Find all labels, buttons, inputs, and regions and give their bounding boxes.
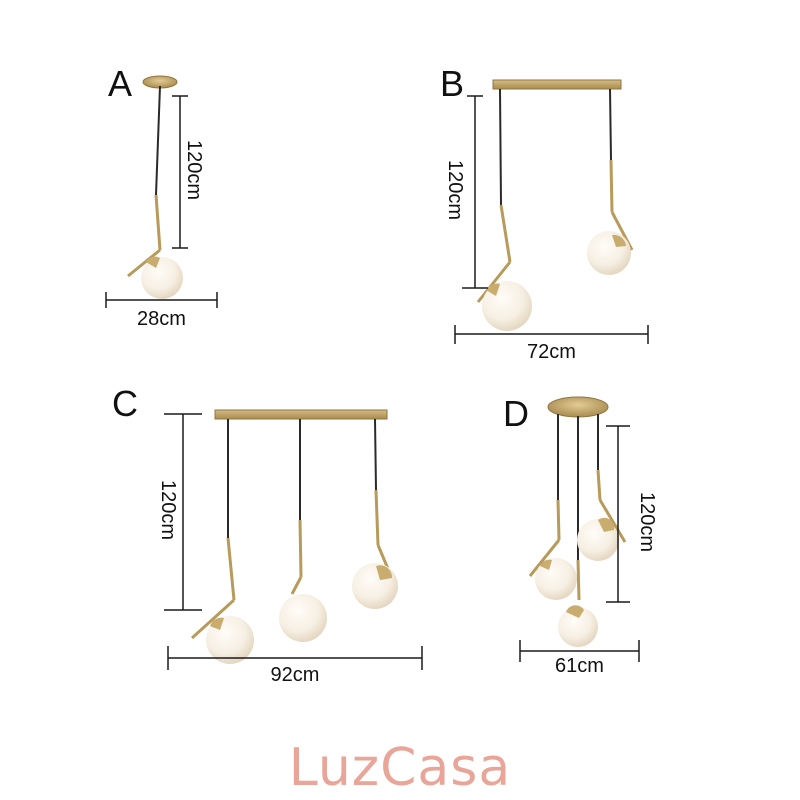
- variant-a-height-label: 120cm: [183, 140, 205, 201]
- variant-c-width-label: 92cm: [270, 664, 320, 686]
- variant-a-width-label: 28cm: [137, 308, 186, 330]
- variant-d-height-label: 120cm: [636, 492, 658, 553]
- variant-a-label: A: [108, 63, 133, 104]
- variant-a-width-dimension: [105, 292, 218, 308]
- variant-b-width-dimension: [454, 325, 649, 344]
- brand-watermark: LuzCasa: [288, 738, 512, 798]
- variant-c-height-label: 120cm: [157, 480, 179, 541]
- variant-d-lamp: [528, 396, 627, 647]
- variant-c-lamp: [190, 409, 398, 664]
- variant-c-height-dimension: [164, 413, 202, 611]
- variant-a-height-dimension: [172, 95, 188, 249]
- variant-b-height-label: 120cm: [444, 160, 466, 221]
- variant-b-label: B: [440, 63, 465, 104]
- variant-d-height-dimension: [606, 425, 630, 603]
- variant-d-label: D: [503, 393, 529, 434]
- variant-b-width-label: 72cm: [527, 341, 576, 363]
- variant-c-width-dimension: [167, 646, 423, 670]
- variant-b-height-dimension: [462, 95, 488, 289]
- variant-b-lamp: [476, 79, 634, 331]
- variant-a-lamp: [127, 75, 183, 299]
- variant-d-width-label: 61cm: [555, 655, 604, 677]
- variant-c-label: C: [112, 383, 138, 424]
- variant-d-width-dimension: [519, 640, 640, 662]
